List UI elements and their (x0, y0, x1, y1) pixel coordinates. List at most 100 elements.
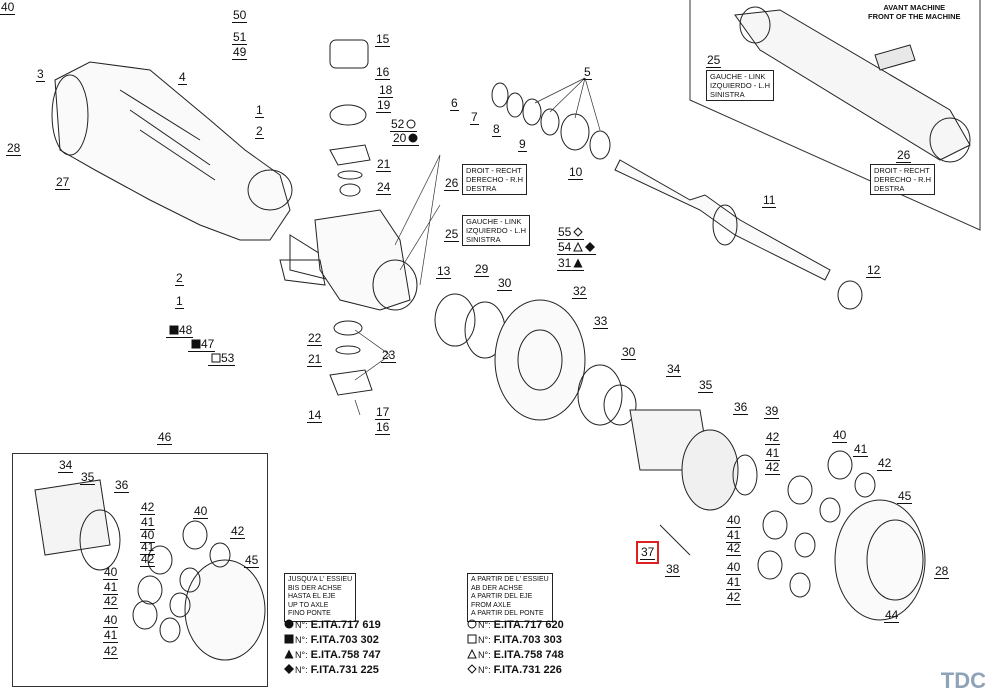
serial-number: F.ITA.703 302 (310, 634, 379, 646)
callout-30[interactable]: 30 (621, 345, 637, 360)
callout-48[interactable]: 48 (166, 323, 194, 338)
callout-44[interactable]: 44 (884, 608, 900, 623)
callout-26[interactable]: 26 (896, 148, 912, 163)
callout-20[interactable]: 20 (392, 131, 420, 146)
callout-1[interactable]: 1 (255, 103, 264, 118)
callout-40[interactable]: 40 (193, 504, 209, 519)
callout-41[interactable]: 41 (853, 442, 869, 457)
callout-29[interactable]: 29 (474, 262, 490, 277)
callout-16[interactable]: 16 (375, 420, 391, 435)
callout-2[interactable]: 2 (255, 124, 264, 139)
callout-41[interactable]: 41 (726, 575, 742, 590)
callout-49[interactable]: 49 (232, 45, 248, 60)
callout-14[interactable]: 14 (307, 408, 323, 423)
callout-50[interactable]: 50 (232, 8, 248, 23)
callout-42[interactable]: 42 (877, 456, 893, 471)
legend-symbol-icon (284, 619, 294, 629)
callout-41[interactable]: 41 (140, 540, 156, 555)
callout-5[interactable]: 5 (583, 65, 592, 80)
callout-41[interactable]: 41 (140, 515, 156, 530)
axle-overview-part (734, 6, 971, 163)
callout-12[interactable]: 12 (866, 263, 882, 278)
callout-36[interactable]: 36 (114, 478, 130, 493)
legend-symbol-icon (284, 664, 294, 674)
callout-15[interactable]: 15 (375, 32, 391, 47)
callout-33[interactable]: 33 (593, 314, 609, 329)
callout-34[interactable]: 34 (666, 362, 682, 377)
callout-40[interactable]: 40 (832, 428, 848, 443)
callout-34[interactable]: 34 (58, 458, 74, 473)
callout-22[interactable]: 22 (307, 331, 323, 346)
callout-28[interactable]: 28 (6, 141, 22, 156)
inset-46-frame (12, 453, 268, 687)
callout-40[interactable]: 40 (140, 528, 156, 543)
callout-41[interactable]: 41 (765, 446, 781, 461)
callout-30[interactable]: 30 (497, 276, 513, 291)
callout-51[interactable]: 51 (232, 30, 248, 45)
callout-19[interactable]: 19 (376, 98, 392, 113)
callout-47[interactable]: 47 (188, 337, 216, 352)
hub-assembly-parts (434, 293, 758, 511)
callout-25[interactable]: 25 (444, 227, 460, 242)
callout-2[interactable]: 2 (175, 271, 184, 286)
callout-45[interactable]: 45 (897, 489, 913, 504)
callout-35[interactable]: 35 (698, 378, 714, 393)
legend-symbol-icon (169, 325, 179, 335)
callout-31[interactable]: 31 (557, 256, 585, 271)
callout-1[interactable]: 1 (175, 294, 184, 309)
callout-17[interactable]: 17 (375, 405, 391, 420)
callout-26[interactable]: 26 (444, 176, 460, 191)
callout-21[interactable]: 21 (307, 352, 323, 367)
callout-42[interactable]: 42 (765, 460, 781, 475)
callout-40[interactable]: 40 (726, 560, 742, 575)
callout-52[interactable]: 52 (390, 117, 418, 132)
callout-41[interactable]: 41 (103, 628, 119, 643)
droit-label-inset: DROIT - RECHT DERECHO - R.H DESTRA (870, 164, 936, 195)
callout-28[interactable]: 28 (934, 564, 950, 579)
callout-4[interactable]: 4 (178, 70, 187, 85)
callout-42[interactable]: 42 (103, 644, 119, 659)
callout-45[interactable]: 45 (244, 553, 260, 568)
callout-40[interactable]: 40 (726, 513, 742, 528)
callout-42[interactable]: 42 (726, 541, 742, 556)
callout-40[interactable]: 40 (103, 565, 119, 580)
callout-53[interactable]: 53 (208, 351, 236, 366)
callout-35[interactable]: 35 (80, 470, 96, 485)
callout-11[interactable]: 11 (762, 193, 777, 208)
callout-46[interactable]: 46 (157, 430, 173, 445)
callout-38[interactable]: 38 (665, 562, 681, 577)
callout-24[interactable]: 24 (376, 180, 392, 195)
callout-55[interactable]: 55 (557, 225, 585, 240)
callout-40[interactable]: 40 (0, 0, 16, 15)
callout-36[interactable]: 36 (733, 400, 749, 415)
callout-27[interactable]: 27 (55, 175, 71, 190)
callout-42[interactable]: 42 (765, 430, 781, 445)
legend-symbol-icon (467, 664, 477, 674)
callout-3[interactable]: 3 (36, 67, 45, 82)
callout-21[interactable]: 21 (376, 157, 392, 172)
callout-42[interactable]: 42 (230, 524, 246, 539)
callout-42[interactable]: 42 (140, 500, 156, 515)
callout-25[interactable]: 25 (706, 53, 722, 68)
serial-number: F.ITA.703 303 (493, 634, 562, 646)
callout-9[interactable]: 9 (518, 137, 527, 152)
callout-16[interactable]: 16 (375, 65, 391, 80)
callout-32[interactable]: 32 (572, 284, 588, 299)
callout-18[interactable]: 18 (378, 83, 394, 98)
callout-7[interactable]: 7 (470, 110, 479, 125)
callout-8[interactable]: 8 (492, 122, 501, 137)
callout-37[interactable]: 37 (635, 541, 660, 564)
callout-39[interactable]: 39 (764, 404, 780, 419)
callout-41[interactable]: 41 (726, 528, 742, 543)
callout-40[interactable]: 40 (103, 613, 119, 628)
callout-41[interactable]: 41 (103, 580, 119, 595)
callout-54[interactable]: 54 (557, 240, 597, 255)
callout-6[interactable]: 6 (450, 96, 459, 111)
callout-42[interactable]: 42 (103, 594, 119, 609)
callout-10[interactable]: 10 (568, 165, 584, 180)
callout-23[interactable]: 23 (381, 348, 397, 363)
callout-42[interactable]: 42 (140, 552, 156, 567)
callout-13[interactable]: 13 (436, 264, 452, 279)
callout-42[interactable]: 42 (726, 590, 742, 605)
